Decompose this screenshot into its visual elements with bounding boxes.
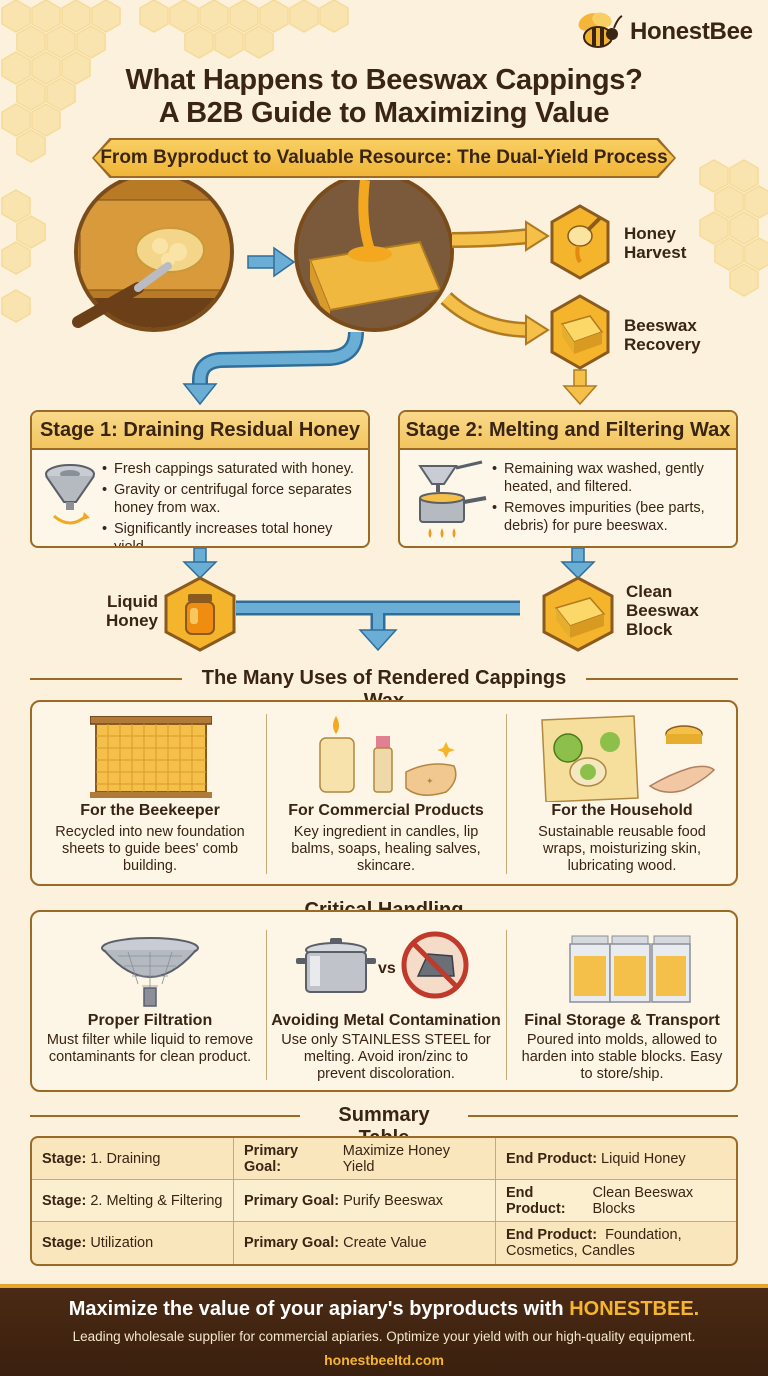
liquid-honey-label: Liquid Honey <box>106 592 158 630</box>
summary-table: Stage:1. Draining Primary Goal:Maximize … <box>30 1136 738 1266</box>
stage-1-title: Stage 1: Draining Residual Honey <box>32 412 368 450</box>
food-wrap-hand-icon <box>541 715 716 802</box>
cell-value: Utilization <box>90 1235 154 1251</box>
flow-diagram <box>72 180 610 406</box>
stage-2-box: Stage 2: Melting and Filtering Wax Remai… <box>398 410 738 548</box>
table-cell: Primary Goal:Purify Beeswax <box>234 1180 496 1221</box>
no-iron-icon <box>401 931 469 999</box>
use-card-text: Key ingredient in candles, lip balms, so… <box>291 824 481 874</box>
clean-block-label: Clean Beeswax Block <box>626 582 699 639</box>
foundation-frame-icon <box>90 716 212 798</box>
list-item: Remaining wax washed, gently heated, and… <box>492 460 734 496</box>
page-subtitle: A B2B Guide to Maximizing Value <box>158 97 610 129</box>
strainer-icon <box>101 937 199 1007</box>
use-card-title: For Commercial Products <box>288 802 484 819</box>
list-item: Gravity or centrifugal force separates h… <box>102 481 366 517</box>
brand-logo[interactable]: HonestBee <box>572 10 753 54</box>
cell-value: Maximize Honey Yield <box>342 1142 450 1175</box>
cell-value: Purify Beeswax <box>343 1192 444 1209</box>
storage-bags-icon <box>569 935 691 1003</box>
stage-1-box: Stage 1: Draining Residual Honey Fresh c… <box>30 410 370 548</box>
uses-panel: For the Beekeeper Recycled into new foun… <box>30 700 738 886</box>
cell-label: End Product: <box>506 1150 598 1167</box>
handling-card-text: Poured into molds, allowed to harden int… <box>521 1032 723 1082</box>
handling-card-text: Must filter while liquid to remove conta… <box>46 1032 254 1065</box>
list-item: Removes impurities (bee parts, debris) f… <box>492 499 734 535</box>
handling-panel: Proper Filtration Must filter while liqu… <box>30 910 738 1092</box>
divider <box>506 930 507 1080</box>
cell-value: 2. Melting & Filtering <box>90 1192 223 1209</box>
cell-label: Stage: <box>42 1192 87 1209</box>
table-cell: Stage:2. Melting & Filtering <box>32 1180 234 1221</box>
table-cell: End Product: Clean Beeswax Blocks <box>496 1180 736 1221</box>
stage-2-bullets: Remaining wax washed, gently heated, and… <box>492 460 734 538</box>
table-cell: Primary Goal: Maximize Honey Yield <box>234 1138 496 1179</box>
cell-value: Foundation, Cosmetics, Candles <box>506 1227 682 1259</box>
divider <box>266 714 267 874</box>
footer-tagline: Leading wholesale supplier for commercia… <box>72 1329 696 1344</box>
use-card-title: For the Household <box>551 802 693 819</box>
brand-name: HonestBee <box>630 18 753 45</box>
honey-harvest-label: Honey Harvest <box>624 224 687 262</box>
cell-label: Stage: <box>42 1150 87 1167</box>
honey-jar-icon <box>164 576 236 652</box>
footer-website-link[interactable]: honestbeeltd.com <box>324 1352 444 1368</box>
table-cell: End Product:Liquid Honey <box>496 1138 736 1179</box>
divider <box>506 714 507 874</box>
footer-headline-text: Maximize the value of your apiary's bypr… <box>68 1298 564 1320</box>
cell-value: Create Value <box>343 1235 427 1251</box>
use-card-text: Sustainable reusable food wraps, moistur… <box>538 824 706 874</box>
cell-label: Primary Goal: <box>244 1142 299 1175</box>
svg-text:✦: ✦ <box>426 776 434 786</box>
handling-card-title: Final Storage & Transport <box>524 1012 720 1029</box>
footer-brand: HONESTBEE. <box>569 1298 700 1320</box>
bee-icon <box>578 12 623 48</box>
melting-pot-icon <box>418 460 487 538</box>
beeswax-recovery-label: Beeswax Recovery <box>624 316 701 354</box>
cell-value: Clean Beeswax Blocks <box>592 1184 694 1217</box>
honey-dipper-icon <box>550 204 610 280</box>
table-row: Stage:2. Melting & Filtering Primary Goa… <box>32 1180 736 1222</box>
cell-label: Primary Goal: <box>244 1235 340 1251</box>
process-ribbon: From Byproduct to Valuable Resource: The… <box>94 140 674 176</box>
list-item: Fresh cappings saturated with honey. <box>102 460 366 478</box>
beeswax-block-icon <box>550 294 610 370</box>
versus-label: vs <box>378 960 396 977</box>
flow-merge-diagram <box>164 548 614 652</box>
stainless-pot-icon <box>296 938 376 993</box>
handling-card-title: Avoiding Metal Contamination <box>271 1012 501 1029</box>
stage-1-bullets: Fresh cappings saturated with honey. Gra… <box>102 460 366 546</box>
cell-value: 1. Draining <box>90 1150 161 1167</box>
strainer-funnel-icon <box>45 464 95 525</box>
footer: Maximize the value of your apiary's bypr… <box>0 1284 768 1376</box>
table-cell: Primary Goal:Create Value <box>234 1222 496 1264</box>
table-row: Stage:Utilization Primary Goal:Create Va… <box>32 1222 736 1264</box>
table-cell: End Product: Foundation, Cosmetics, Cand… <box>496 1222 736 1264</box>
arrow-right-icon <box>247 246 296 278</box>
cell-label: Primary Goal: <box>244 1192 340 1209</box>
list-item: Significantly increases total honey yiel… <box>102 520 366 546</box>
use-card-text: Recycled into new foundation sheets to g… <box>55 824 245 874</box>
uncapping-image <box>72 180 234 332</box>
footer-headline: Maximize the value of your apiary's bypr… <box>0 1298 768 1321</box>
divider <box>266 930 267 1080</box>
cell-label: End Product: <box>506 1227 598 1243</box>
page-title: What Happens to Beeswax Cappings? <box>125 64 643 96</box>
candle-soap-icon: ✦ <box>319 716 457 796</box>
honeycomb-image <box>294 180 454 332</box>
handling-card-text: Use only STAINLESS STEEL for melting. Av… <box>281 1032 491 1082</box>
table-cell: Stage:Utilization <box>32 1222 234 1264</box>
cell-label: Stage: <box>42 1235 87 1251</box>
table-row: Stage:1. Draining Primary Goal: Maximize … <box>32 1138 736 1180</box>
table-cell: Stage:1. Draining <box>32 1138 234 1179</box>
stage-2-title: Stage 2: Melting and Filtering Wax <box>400 412 736 450</box>
use-card-title: For the Beekeeper <box>80 802 220 819</box>
cell-value: Liquid Honey <box>601 1150 686 1167</box>
cell-label: End Product: <box>506 1184 566 1217</box>
handling-card-title: Proper Filtration <box>87 1012 213 1029</box>
beeswax-block-icon <box>542 576 614 652</box>
